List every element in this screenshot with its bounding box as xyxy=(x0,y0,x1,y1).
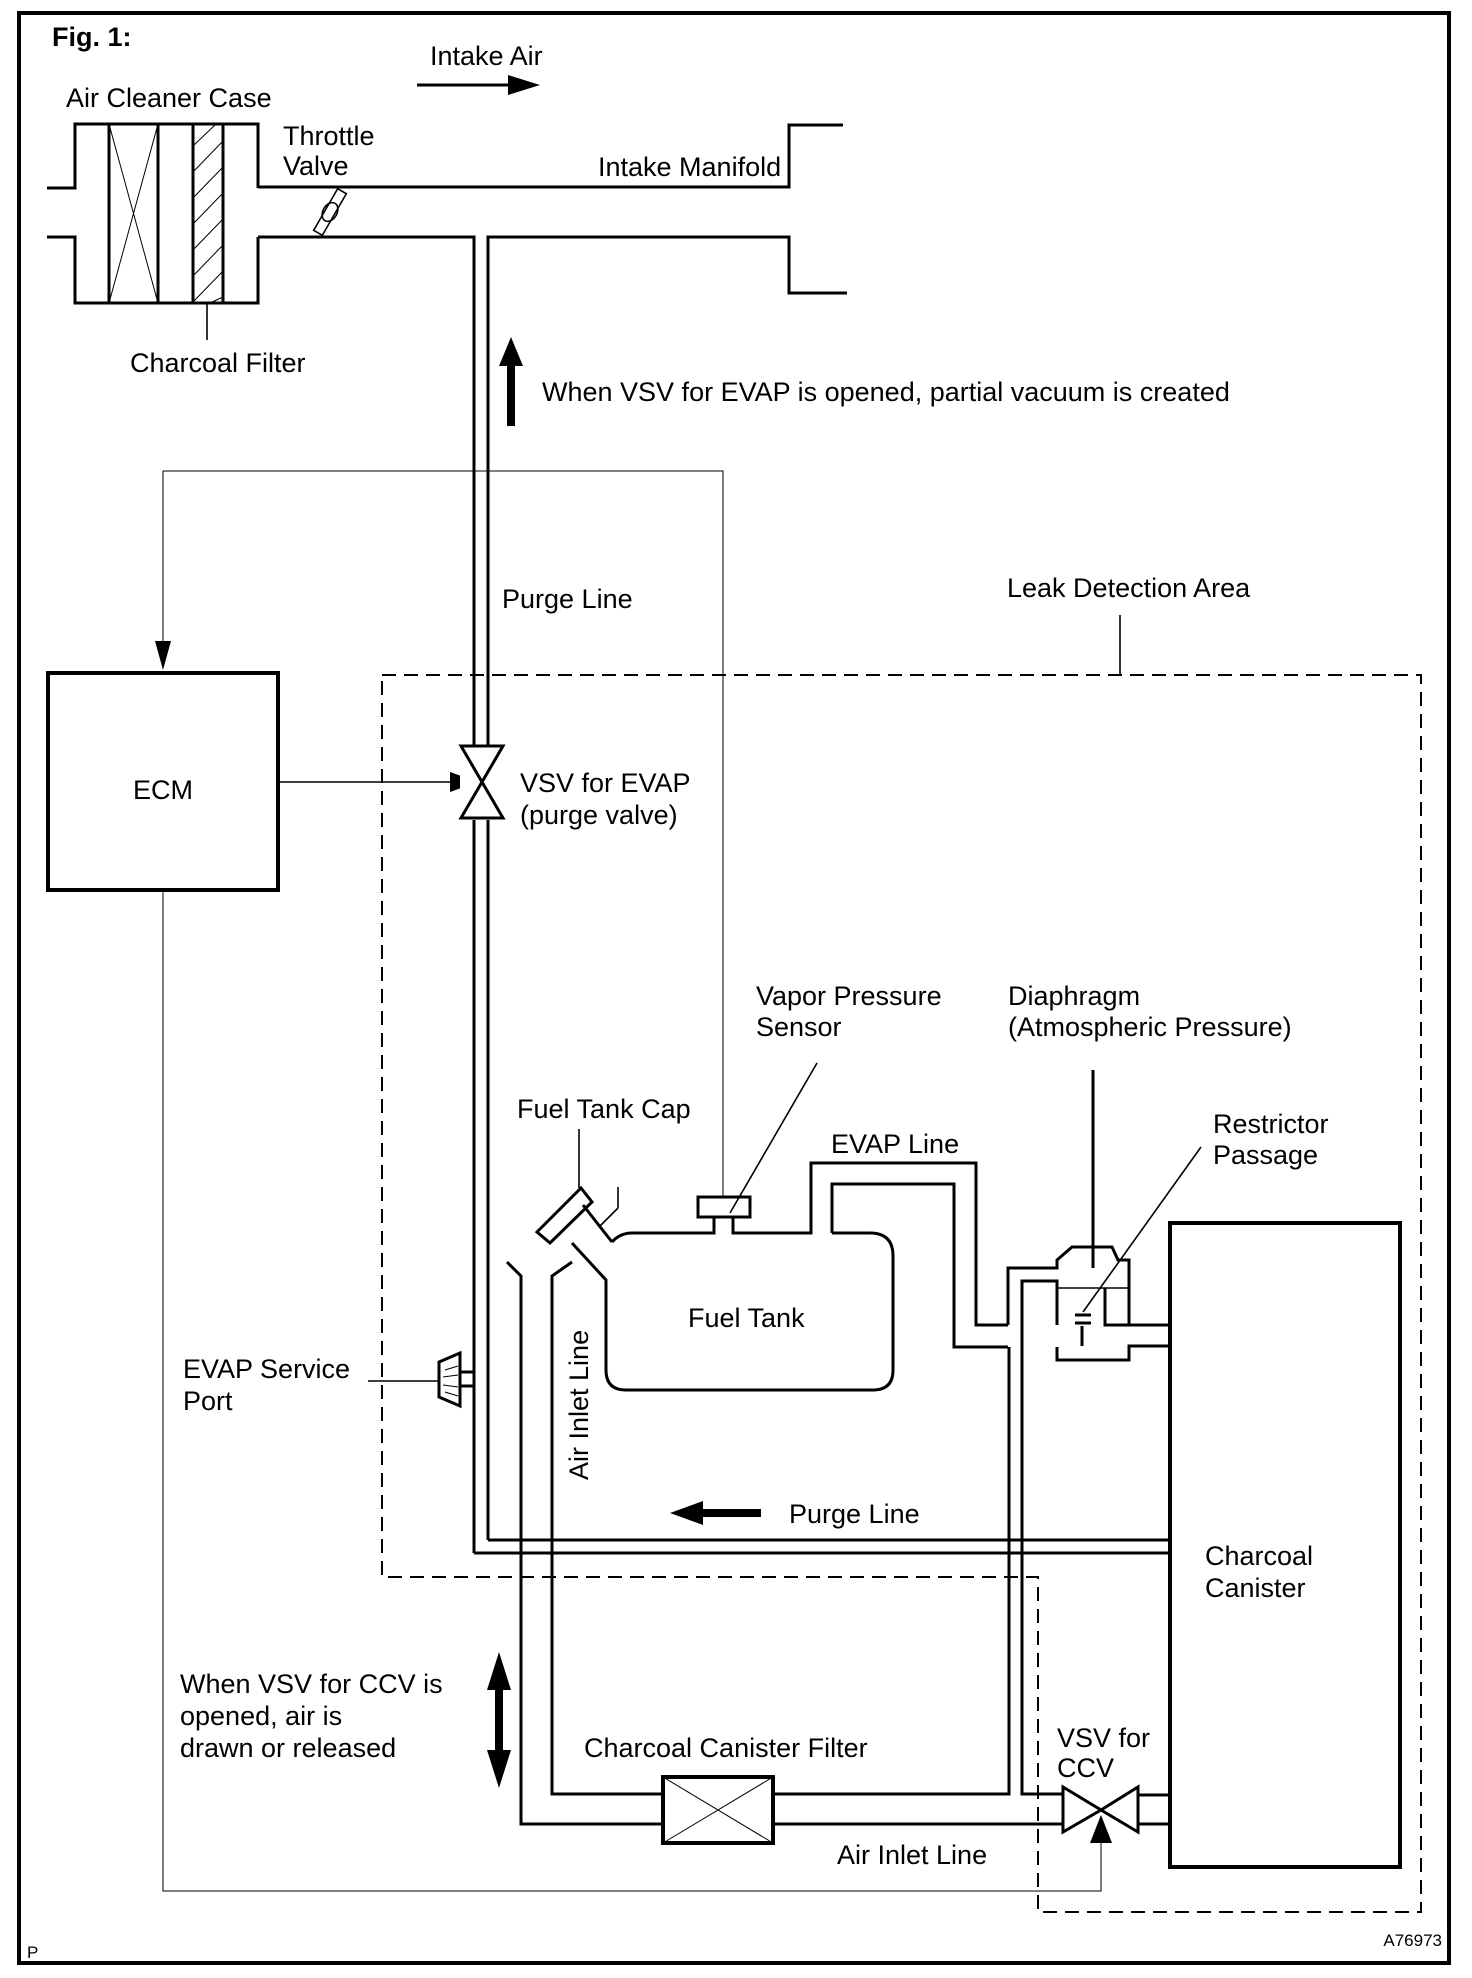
leak-detection-area-boundary xyxy=(381,674,1422,1913)
fuel-tank xyxy=(570,1161,1008,1392)
vsv-evap-valve-icon xyxy=(458,744,506,820)
ccv-note-line-1: When VSV for CCV is xyxy=(180,1669,443,1699)
ecm-label: ECM xyxy=(133,775,193,805)
vsv-ccv-label-1: VSV for xyxy=(1057,1723,1150,1753)
vacuum-note: When VSV for EVAP is opened, partial vac… xyxy=(542,377,1230,407)
charcoal-canister-label-2: Canister xyxy=(1205,1573,1306,1603)
fuel-tank-cap-icon xyxy=(534,1185,619,1246)
vapor-pressure-sensor-label-1: Vapor Pressure xyxy=(756,981,942,1011)
ccv-note-line-2: opened, air is xyxy=(180,1701,342,1731)
purge-left-arrow-icon xyxy=(670,1501,761,1525)
ecm-input-arrow-icon xyxy=(155,641,171,670)
sensor-signal-wire xyxy=(162,470,724,1197)
intake-air-arrow-icon xyxy=(417,75,540,95)
vsv-ccv-drive-arrow-icon xyxy=(1090,1815,1112,1843)
purge-line-upper-label: Purge Line xyxy=(502,584,633,614)
air-inlet-line-vertical-label: Air Inlet Line xyxy=(564,1330,594,1480)
vsv-ccv-valve-icon xyxy=(1061,1784,1170,1835)
vapor-pressure-sensor-icon xyxy=(696,1195,752,1219)
air-cleaner-case-label: Air Cleaner Case xyxy=(66,83,272,113)
throttle-valve-icon xyxy=(312,187,348,237)
evap-service-port-label-2: Port xyxy=(183,1386,233,1416)
figure-title: Fig. 1: xyxy=(52,22,132,52)
diaphragm-label-2: (Atmospheric Pressure) xyxy=(1008,1012,1292,1042)
intake-manifold-label: Intake Manifold xyxy=(598,152,781,182)
air-inlet-line xyxy=(505,1260,1063,1826)
diaphragm-assembly-icon xyxy=(1006,1070,1170,1362)
evap-line-label: EVAP Line xyxy=(831,1129,959,1159)
intake-air-label: Intake Air xyxy=(430,41,543,71)
fuel-tank-label: Fuel Tank xyxy=(688,1303,805,1333)
restrictor-passage-label-1: Restrictor xyxy=(1213,1109,1329,1139)
ccv-note-line-3: drawn or released xyxy=(180,1733,396,1763)
charcoal-canister-filter-label: Charcoal Canister Filter xyxy=(584,1733,868,1763)
vsv-evap-label-2: (purge valve) xyxy=(520,800,678,830)
throttle-valve-label-2: Valve xyxy=(283,151,349,181)
charcoal-filter-label: Charcoal Filter xyxy=(130,348,306,378)
restrictor-passage-label-2: Passage xyxy=(1213,1140,1318,1170)
purge-line-lower xyxy=(474,1538,1170,1555)
vsv-ccv-label-2: CCV xyxy=(1057,1753,1114,1783)
throttle-valve-label-1: Throttle xyxy=(283,121,375,151)
intake-pipe xyxy=(258,123,847,1553)
purge-line-lower-label: Purge Line xyxy=(789,1499,920,1529)
leak-detection-area-label: Leak Detection Area xyxy=(1007,573,1251,603)
figure-frame xyxy=(17,11,1451,1965)
corner-code-left: P xyxy=(27,1943,38,1962)
evap-service-port-icon xyxy=(437,1350,474,1409)
vsv-evap-label-1: VSV for EVAP xyxy=(520,768,691,798)
vapor-pressure-sensor-leader xyxy=(729,1062,818,1214)
charcoal-canister-label-1: Charcoal xyxy=(1205,1541,1313,1571)
charcoal-canister-box xyxy=(1168,1221,1402,1869)
charcoal-canister-filter-icon xyxy=(661,1775,775,1845)
fuel-tank-cap-label: Fuel Tank Cap xyxy=(517,1094,691,1124)
evap-service-port-label-1: EVAP Service xyxy=(183,1354,350,1384)
air-flow-double-arrow-icon xyxy=(487,1652,511,1788)
figure-code: A76973 xyxy=(1383,1931,1442,1950)
air-cleaner-case xyxy=(47,122,260,305)
restrictor-passage-leader xyxy=(1082,1146,1202,1313)
charcoal-filter xyxy=(191,123,225,304)
vapor-pressure-sensor-label-2: Sensor xyxy=(756,1012,842,1042)
vacuum-up-arrow-icon xyxy=(499,337,523,426)
air-inlet-line-bottom-label: Air Inlet Line xyxy=(837,1840,987,1870)
ecm-to-ccv-wire xyxy=(162,890,1102,1892)
diaphragm-label-1: Diaphragm xyxy=(1008,981,1140,1011)
